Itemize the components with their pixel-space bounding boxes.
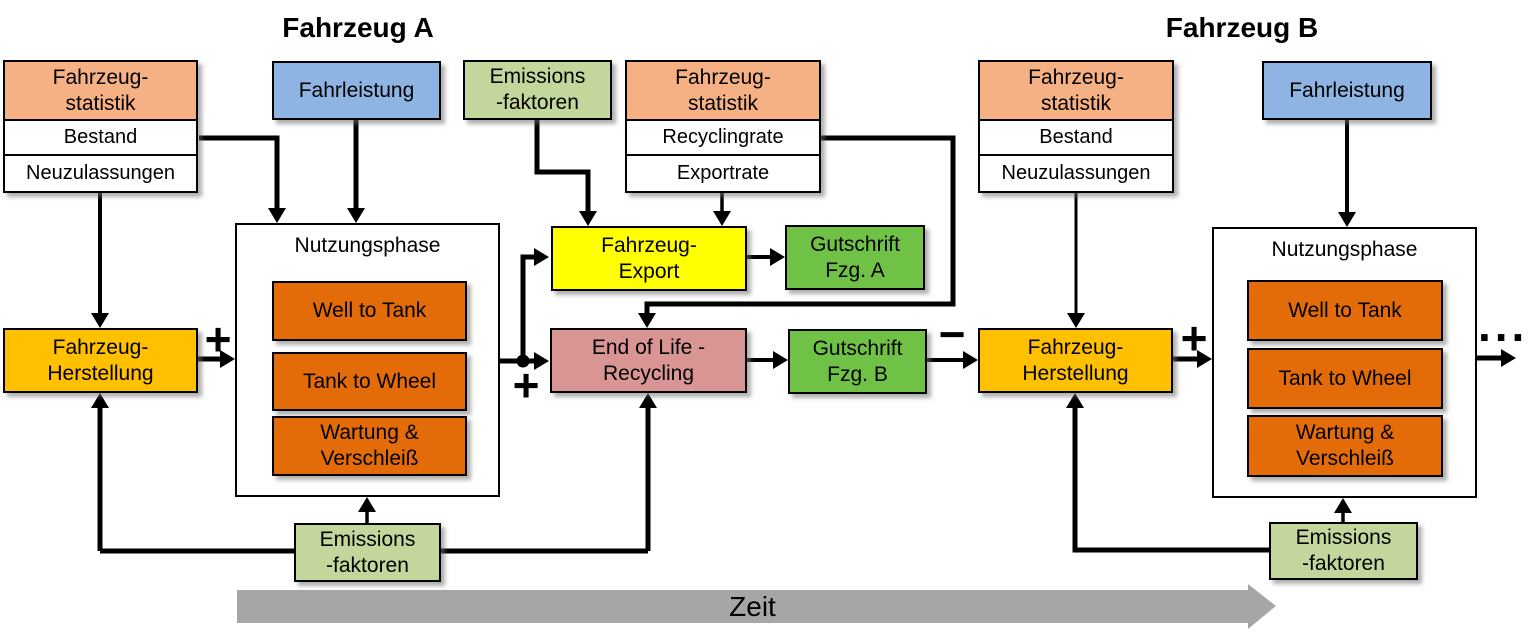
stat-b-header: Fahrzeug- statistik (980, 62, 1172, 121)
line-emissions-to-export (534, 120, 591, 213)
continuation-ellipsis: ... (1478, 299, 1529, 351)
emissions-factors-bottom-b-box: Emissions -faktoren (1269, 522, 1418, 580)
arrow-into-export-left (534, 248, 549, 266)
line-bestand-a-to-usage (199, 135, 280, 210)
fahrleistung-b-box: Fahrleistung (1262, 61, 1432, 120)
usage-phase-a-title: Nutzungsphase (294, 234, 441, 257)
credit-vehicle-a-box: Gutschrift Fzg. A (785, 225, 925, 290)
line-emissions-bottom-b (1072, 406, 1269, 553)
vehicle-statistics-table-a: Fahrzeug- statistik Bestand Neuzulassung… (3, 60, 198, 193)
stat-a-header: Fahrzeug- statistik (5, 62, 196, 121)
usage-phase-a-box: Nutzungsphase Well to Tank Tank to Wheel… (235, 223, 500, 497)
arrow-usage-b-in (1197, 350, 1212, 368)
emissions-factors-top-box: Emissions -faktoren (463, 60, 612, 120)
vehicle-a-title: Fahrzeug A (282, 12, 434, 43)
maintenance-wear-a-box: Wartung & Verschleiß (272, 416, 467, 476)
arrow-into-eol-left (534, 352, 549, 370)
arrow-fahrleistung-a (347, 208, 365, 223)
arrow-up-herstellung-a (91, 393, 109, 408)
tank-to-wheel-b-box: Tank to Wheel (1247, 348, 1443, 409)
minus-operator-gutschrift-b: − (938, 308, 966, 360)
well-to-tank-b-box: Well to Tank (1247, 280, 1443, 341)
stat-a-row-bestand: Bestand (5, 121, 196, 156)
arrow-recyclingrate (638, 313, 656, 328)
vehicle-production-b-box: Fahrzeug- Herstellung (978, 328, 1173, 393)
plus-operator-herstellung-b: + (1180, 312, 1208, 364)
plus-operator-herstellung-a: + (204, 313, 232, 365)
fahrleistung-a-box: Fahrleistung (272, 61, 441, 120)
vehicle-statistics-table-export: Fahrzeug- statistik Recyclingrate Export… (625, 60, 821, 193)
arrow-neuzulassungen-b (1067, 313, 1085, 328)
vehicle-b-title: Fahrzeug B (1165, 12, 1319, 43)
arrow-up-eol (639, 393, 657, 408)
arrow-emissions-export (579, 211, 597, 226)
arrow-herstellung-a (220, 350, 235, 368)
credit-vehicle-b-box: Gutschrift Fzg. B (788, 329, 927, 394)
junction-dot (516, 354, 530, 368)
usage-phase-b-box: Nutzungsphase Well to Tank Tank to Wheel… (1212, 227, 1477, 498)
arrowheads (91, 208, 1516, 513)
arrow-usage-b-out (1501, 349, 1516, 367)
arrow-up-usage-b (1334, 498, 1352, 513)
usage-phase-b-title: Nutzungsphase (1271, 238, 1418, 261)
stat-b-row-bestand: Bestand (980, 121, 1172, 156)
arrow-exportrate (713, 211, 731, 226)
arrow-neuzulassungen-a (91, 313, 109, 328)
stat-mid-header: Fahrzeug- statistik (627, 62, 819, 121)
arrow-gutschrift-b (773, 351, 788, 369)
end-of-life-recycling-box: End of Life - Recycling (550, 328, 747, 393)
time-axis-arrow (237, 584, 1276, 629)
time-axis-label: Zeit (729, 591, 776, 622)
arrow-bestand-a (268, 208, 286, 223)
stat-mid-row-exportrate: Exportrate (627, 156, 819, 191)
arrow-gutschrift-a (770, 248, 785, 266)
vehicle-export-box: Fahrzeug- Export (551, 226, 747, 291)
arrow-fahrleistung-b (1338, 212, 1356, 227)
maintenance-wear-b-box: Wartung & Verschleiß (1247, 415, 1443, 477)
stat-a-row-neuzulassungen: Neuzulassungen (5, 156, 196, 191)
line-recyclingrate-to-eol (644, 135, 956, 315)
arrow-herstellung-b-in (963, 351, 978, 369)
emissions-factors-bottom-a-box: Emissions -faktoren (294, 523, 441, 582)
well-to-tank-a-box: Well to Tank (272, 281, 467, 341)
tank-to-wheel-a-box: Tank to Wheel (272, 352, 467, 411)
line-junction-to-export (520, 254, 537, 361)
arrow-up-herstellung-b (1066, 393, 1084, 408)
stat-b-row-neuzulassungen: Neuzulassungen (980, 156, 1172, 191)
plus-operator-junction: + (512, 359, 540, 411)
arrow-up-usage-a (358, 497, 376, 512)
vehicle-statistics-table-b: Fahrzeug- statistik Bestand Neuzulassung… (978, 60, 1174, 193)
stat-mid-row-recyclingrate: Recyclingrate (627, 121, 819, 156)
vehicle-production-a-box: Fahrzeug- Herstellung (3, 328, 198, 393)
